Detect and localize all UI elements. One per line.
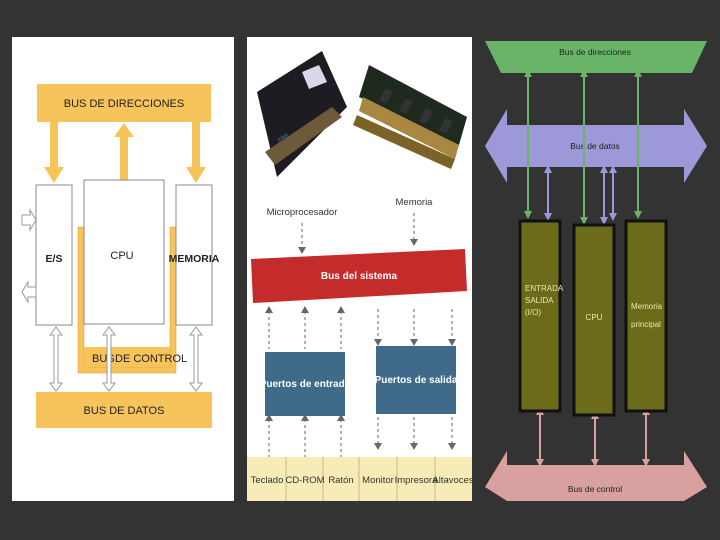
io-output-arrow bbox=[21, 280, 37, 304]
memory-box bbox=[175, 184, 213, 326]
io-box bbox=[35, 184, 73, 326]
arrow-address-to-io bbox=[44, 122, 64, 183]
io-module-line3: (I/O) bbox=[525, 308, 541, 317]
arrow-address-to-memory bbox=[186, 122, 206, 183]
panel-bus-diagram-colored: Bus de direcciones Bus de datos Bus de c… bbox=[483, 37, 709, 501]
panel-bus-diagram-orange: BUS DE DIRECCIONES BUS DE DATOS BUS DE C… bbox=[12, 37, 234, 501]
data-bus-bar bbox=[36, 392, 212, 428]
output-ports-box bbox=[376, 346, 456, 414]
svg-text:intel: intel bbox=[277, 133, 290, 144]
system-bus-bar bbox=[251, 249, 467, 303]
io-data-double-arrow bbox=[49, 326, 63, 392]
microprocessor-image: intel bbox=[257, 51, 347, 177]
input-ports-box bbox=[265, 352, 345, 416]
cpu-module bbox=[572, 223, 616, 417]
device-mouse: Ratón bbox=[328, 475, 353, 486]
data-bus-label: BUS DE DATOS bbox=[84, 405, 165, 417]
control-bus-arrow bbox=[485, 451, 707, 501]
memory-label: MEMORIA bbox=[169, 253, 220, 265]
output-ports-label: Puertos de salida bbox=[375, 375, 458, 386]
panel-system-bus-photo: intel Microprocesador Memoria Bus del si… bbox=[247, 37, 474, 501]
memory-module bbox=[624, 219, 668, 413]
cpu-box bbox=[83, 179, 165, 325]
colored-bus-diagram: Bus de direcciones Bus de datos Bus de c… bbox=[485, 41, 707, 501]
address-bus-bar bbox=[37, 84, 211, 122]
memory-data-double-arrow bbox=[189, 326, 203, 392]
arrow-cpu-to-address bbox=[114, 123, 134, 180]
memory-module-line2: principal bbox=[631, 320, 661, 329]
data-bus-label: Bus de datos bbox=[570, 141, 620, 151]
address-bus-label: BUS DE DIRECCIONES bbox=[64, 98, 184, 110]
io-label: E/S bbox=[46, 253, 63, 265]
cpu-data-double-arrow bbox=[102, 326, 116, 392]
data-bus-arrow bbox=[485, 109, 707, 183]
orange-bus-diagram: BUS DE DIRECCIONES BUS DE DATOS BUS DE C… bbox=[21, 84, 220, 428]
memory-label: Memoria bbox=[396, 197, 434, 208]
device-speakers: Altavoces bbox=[432, 475, 472, 486]
cpu-module-label: CPU bbox=[586, 313, 603, 322]
address-bus-label: Bus de direcciones bbox=[559, 47, 631, 57]
cpu-label: CPU bbox=[110, 250, 133, 262]
device-monitor: Monitor bbox=[362, 475, 394, 486]
io-input-arrow bbox=[21, 208, 37, 232]
system-bus-diagram: intel Microprocesador Memoria Bus del si… bbox=[247, 51, 474, 501]
io-module bbox=[518, 219, 562, 413]
device-cdrom: CD-ROM bbox=[285, 475, 324, 486]
device-keyboard: Teclado bbox=[251, 475, 284, 486]
system-bus-label: Bus del sistema bbox=[321, 271, 398, 282]
microprocessor-label: Microprocesador bbox=[267, 207, 338, 218]
control-bus-label-right: DE CONTROL bbox=[115, 353, 187, 365]
io-module-line1: ENTRADA bbox=[525, 284, 564, 293]
memory-module-image bbox=[353, 65, 467, 169]
device-printer: Impresora bbox=[395, 475, 438, 486]
memory-module-line1: Memoria bbox=[631, 302, 663, 311]
control-bus-label: Bus de control bbox=[568, 484, 622, 494]
io-module-line2: SALIDA bbox=[525, 296, 554, 305]
input-ports-label: Puertos de entrada bbox=[260, 379, 351, 390]
